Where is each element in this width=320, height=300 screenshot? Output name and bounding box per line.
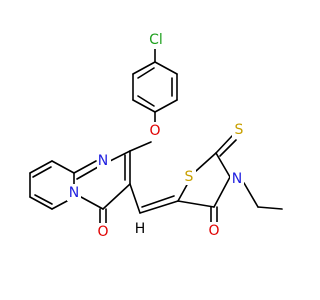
bond xyxy=(109,150,131,162)
bond xyxy=(129,183,141,214)
chlorine-atom: Cl xyxy=(149,32,163,48)
bond xyxy=(51,200,68,210)
pyridopyrimidinone-core xyxy=(29,141,152,224)
bond xyxy=(29,160,53,174)
chlorophenyl-ring xyxy=(132,45,178,125)
thiazolidinone-oxygen-atom: O xyxy=(208,223,219,239)
thione-sulfur-atom: S xyxy=(235,122,244,138)
bond xyxy=(141,195,175,208)
bond xyxy=(137,67,155,79)
ring-sulfur-atom: S xyxy=(185,169,194,185)
bond xyxy=(213,176,231,208)
bond xyxy=(132,99,156,113)
bond xyxy=(32,166,52,178)
bond xyxy=(215,135,233,154)
atom-labels: Cl O N N O S S N O H xyxy=(67,32,246,240)
bond xyxy=(154,61,178,75)
bond xyxy=(76,166,99,180)
vinyl-linker xyxy=(129,183,179,214)
bond xyxy=(73,160,97,174)
bridgehead-nitrogen-atom: N xyxy=(69,185,79,201)
bond xyxy=(177,200,215,208)
bond xyxy=(132,61,156,75)
bond xyxy=(139,200,179,214)
bond xyxy=(219,139,237,157)
ether-oxygen-atom: O xyxy=(149,123,160,139)
pyrimidine-nitrogen-atom: N xyxy=(98,153,108,169)
structure-canvas: Cl O N N O S S N O H xyxy=(29,32,283,240)
thiazolidinone-ring xyxy=(177,135,283,223)
bond xyxy=(243,182,259,208)
bond xyxy=(29,196,53,210)
bond xyxy=(102,183,131,210)
pyrimidinone-oxygen-atom: O xyxy=(97,224,108,240)
bond xyxy=(34,194,53,205)
bond xyxy=(257,206,283,210)
bond xyxy=(195,152,217,172)
bond xyxy=(215,152,231,178)
bond xyxy=(137,95,155,107)
bond xyxy=(129,141,152,152)
bond xyxy=(51,160,75,174)
bond xyxy=(177,182,189,202)
thiazolidine-nitrogen-atom: N xyxy=(232,171,242,187)
bond xyxy=(80,196,104,210)
molecule-structure: Cl O N N O S S N O H xyxy=(29,32,283,240)
bond xyxy=(154,99,178,113)
vinyl-hydrogen-atom: H xyxy=(135,221,146,237)
